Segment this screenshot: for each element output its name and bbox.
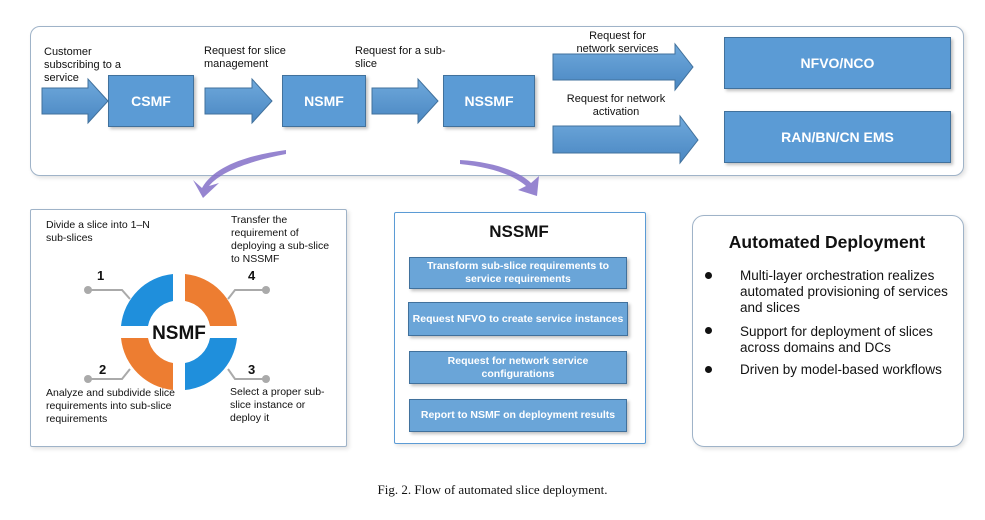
- nssmf-panel-title: NSSMF: [489, 222, 549, 241]
- arrow-to-nfvo: [552, 42, 694, 92]
- nsmf-text-4: Transfer the requirement of deploying a …: [231, 214, 330, 265]
- bullet-3: Driven by model-based workflows: [740, 362, 942, 377]
- arrow-csmf-nsmf: [204, 77, 273, 125]
- ring-quadrant-1: [121, 274, 173, 326]
- curved-arrow-right: [460, 160, 539, 196]
- arrow-nsmf-nssmf: [371, 77, 439, 125]
- nsmf-panel: [30, 209, 347, 447]
- ring-quadrant-2: [121, 338, 173, 390]
- figure-caption: Fig. 2. Flow of automated slice deployme…: [377, 482, 608, 497]
- bullet-dot-1: [705, 272, 712, 279]
- auto-deploy-panel: [692, 215, 964, 447]
- label-req-net-services: Request for network services: [576, 30, 659, 55]
- bullet-dot-2: [705, 327, 712, 334]
- nsmf-text-3: Select a proper sub-slice instance or de…: [230, 386, 325, 424]
- ring-quadrant-4: [185, 274, 237, 326]
- nssmf-step-2: Request NFVO to create service instances: [408, 302, 628, 336]
- nssmf-step-4: Report to NSMF on deployment results: [409, 399, 627, 432]
- label-req-slice-mgmt: Request for slice management: [204, 45, 286, 70]
- nfvo-box: NFVO/NCO: [724, 37, 951, 89]
- nsmf-text-2: Analyze and subdivide slice requirements…: [46, 387, 175, 425]
- bullet-2: Support for deployment of slices across …: [740, 324, 933, 355]
- nsmf-box: NSMF: [282, 75, 366, 127]
- label-customer: Customer subscribing to a service: [44, 46, 122, 84]
- nssmf-step-3: Request for network service configuratio…: [409, 351, 627, 384]
- step-number-2: 2: [99, 362, 107, 377]
- nsmf-center-label: NSMF: [152, 323, 206, 344]
- auto-deploy-title: Automated Deployment: [728, 232, 926, 252]
- arrow-to-ems: [552, 114, 699, 165]
- nssmf-box: NSSMF: [443, 75, 535, 127]
- label-req-net-activation: Request for network activation: [566, 93, 666, 118]
- curved-arrow-left: [193, 150, 286, 198]
- ems-box: RAN/BN/CN EMS: [724, 111, 951, 163]
- nsmf-cycle-diagram: NSMF: [84, 274, 270, 390]
- ring-quadrant-3: [185, 338, 237, 390]
- nssmf-step-1: Transform sub-slice requirements to serv…: [409, 257, 627, 289]
- bullet-dot-3: [705, 366, 712, 373]
- step-number-3: 3: [248, 362, 256, 377]
- step-number-1: 1: [97, 268, 105, 283]
- bullet-1: Multi-layer orchestration realizes autom…: [740, 268, 948, 315]
- nsmf-text-1: Divide a slice into 1–N sub-slices: [46, 219, 150, 244]
- step-number-4: 4: [248, 268, 256, 283]
- arrow-customer-csmf: [41, 77, 109, 125]
- label-req-subslice: Request for a sub-slice: [355, 45, 446, 70]
- csmf-box: CSMF: [108, 75, 194, 127]
